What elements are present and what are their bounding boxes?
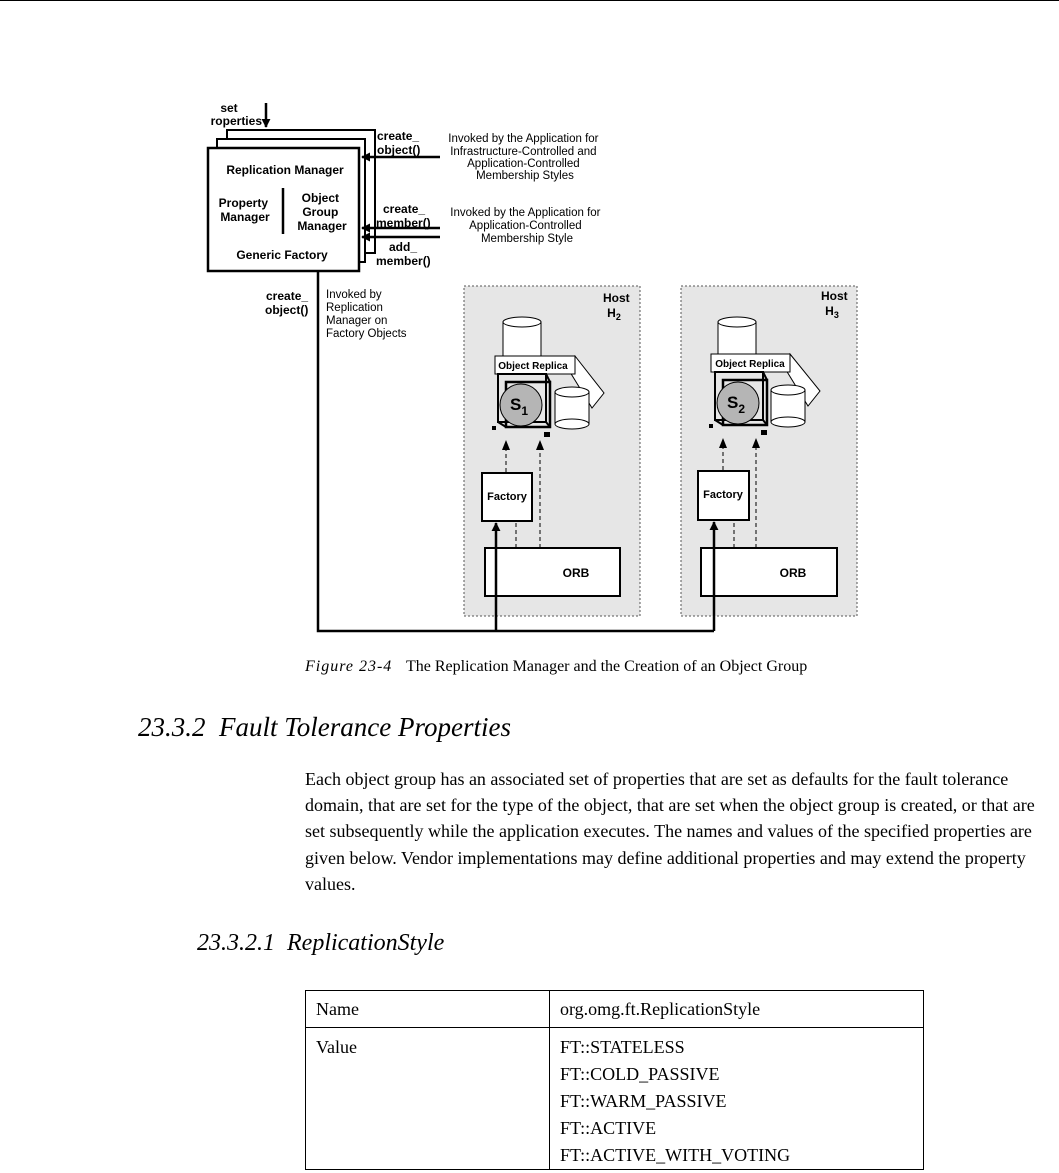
replica-database-cylinder [717,316,757,357]
object-replica-box: Object Replica S2 [709,352,821,435]
factory-label-h2: Factory [487,491,528,503]
set-properties-label: set roperties [211,101,263,128]
factory-invocation-path [316,272,714,633]
add-member-op-label: add_ member() [376,240,431,268]
note-infrastructure-controlled: Invoked by the Application for Infrastru… [448,133,601,182]
factory-label-h3: Factory [703,489,744,501]
create-object-op-label: create_ object() [377,129,422,157]
host-h2-label: Host H2 [603,291,633,322]
replication-manager-box: Replication Manager Property Manager Obj… [206,129,376,273]
note-application-controlled: Invoked by the Application for Applicati… [450,207,603,245]
note-factory-objects: Invoked by Replication Manager on Factor… [326,289,407,340]
table-row: Name org.omg.ft.ReplicationStyle [305,990,924,1028]
orb-label-h2: ORB [563,566,590,580]
object-group-manager-label: Object Group Manager [297,191,347,233]
object-replica-box: Object Replica S1 [492,354,605,437]
page-top-rule [0,0,1059,1]
replica-s2-label: S2 [727,393,745,416]
object-replica-label: Object Replica [498,361,568,372]
factory-box-h3 [697,470,750,521]
object-replica-label: Object Replica [715,359,785,370]
create-member-op-label: create_ member() [376,202,431,230]
orb-box-h3 [700,547,838,597]
orb-label-h3: ORB [780,566,807,580]
list-item: FT::WARM_PASSIVE [560,1091,727,1111]
host-h3-label: Host H3 [821,289,851,320]
table-cell-values: FT::STATELESS FT::COLD_PASSIVE FT::WARM_… [549,1027,924,1170]
generic-factory-label: Generic Factory [236,248,328,262]
host-h2: Host H2 Object Replica S1 [463,285,641,631]
figure-caption: Figure 23-4 The Replication Manager and … [305,658,807,676]
figure-caption-label: Figure 23-4 [305,658,393,675]
list-item: FT::COLD_PASSIVE [560,1064,720,1084]
table-cell-name-value: org.omg.ft.ReplicationStyle [549,990,924,1028]
table-row: Value FT::STATELESS FT::COLD_PASSIVE FT:… [305,1027,924,1170]
list-item: FT::ACTIVE [560,1118,657,1138]
orb-box-h2 [484,547,621,597]
subsection-heading: 23.3.2.1 ReplicationStyle [197,930,445,956]
list-item: FT::ACTIVE_WITH_VOTING [560,1145,791,1165]
host-h3: Host H3 Object Replica S2 [680,285,858,631]
replication-manager-diagram: set roperties Replication Manager Proper… [206,101,858,633]
property-manager-label: Property Manager [219,196,272,224]
replica-database-cylinder [502,316,542,357]
create-object-factory-op-label: create_ object() [265,289,311,317]
list-item: FT::STATELESS [560,1037,685,1057]
factory-box-h2 [481,472,533,522]
replication-manager-title: Replication Manager [226,163,344,177]
figure-caption-text: The Replication Manager and the Creation… [406,658,808,675]
table-cell-name-label: Name [305,990,550,1028]
section-body-paragraph: Each object group has an associated set … [305,769,1035,894]
replica-s1-label: S1 [510,395,528,418]
section-heading: 23.3.2 Fault Tolerance Properties [138,712,511,742]
table-cell-value-label: Value [305,1027,550,1170]
replication-style-table: Name org.omg.ft.ReplicationStyle Value F… [305,990,924,1170]
